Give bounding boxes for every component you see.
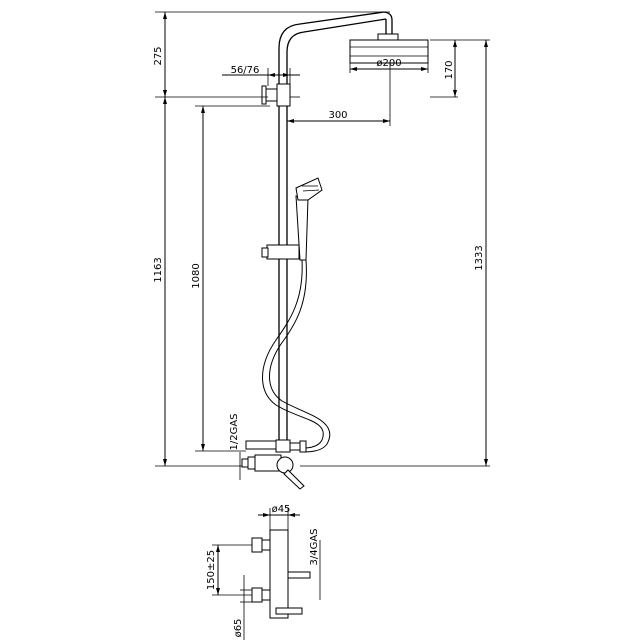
riser-pipe: [278, 11, 385, 445]
lower-wall-bracket: [245, 440, 277, 450]
dim-head-height: 170: [444, 60, 455, 79]
hand-shower-head: [295, 177, 323, 201]
shower-column: [241, 11, 429, 490]
mixer-lever: [283, 469, 305, 490]
diverter-body: [275, 439, 291, 453]
riser-pipe-inner: [286, 18, 387, 445]
dim-total-height-left: 1163: [153, 257, 164, 282]
head-connector: [377, 33, 399, 41]
shower-hose: [262, 259, 324, 449]
shower-hose-inner: [269, 259, 331, 453]
dim-total-height-right: 1333: [474, 245, 485, 270]
upper-wall-bracket: [276, 83, 291, 107]
dim-connection: 56/76: [231, 65, 260, 76]
dim-outlet-thread: 3/4GAS: [309, 528, 320, 565]
dim-inlet-thread: 1/2GAS: [229, 413, 240, 450]
dim-rail-height: 1080: [191, 263, 202, 288]
head-elbow: [383, 11, 393, 34]
mixer-detail-lever: [287, 571, 311, 579]
dim-top-height: 275: [153, 46, 164, 65]
dimension-labels: 275 56/76 ø200 170 300 1163 1080 1/2GAS …: [153, 46, 485, 450]
dim-arm-length: 300: [328, 110, 347, 121]
hand-shower-slider: [266, 244, 300, 260]
dim-bottom-diameter: ø45: [272, 504, 291, 515]
dim-flange-diameter: ø65: [233, 619, 244, 638]
mixer-detail: ø45 3/4GAS 150±25 ø65: [206, 504, 321, 640]
dimensions: [155, 11, 490, 480]
dim-centers: 150±25: [206, 550, 217, 590]
dim-head-diameter: ø200: [376, 58, 401, 69]
mixer-cartridge: [276, 456, 294, 474]
upper-bracket-arm: [265, 88, 278, 102]
mixer-detail-body: [269, 529, 289, 619]
upper-bracket-plate: [261, 85, 267, 105]
